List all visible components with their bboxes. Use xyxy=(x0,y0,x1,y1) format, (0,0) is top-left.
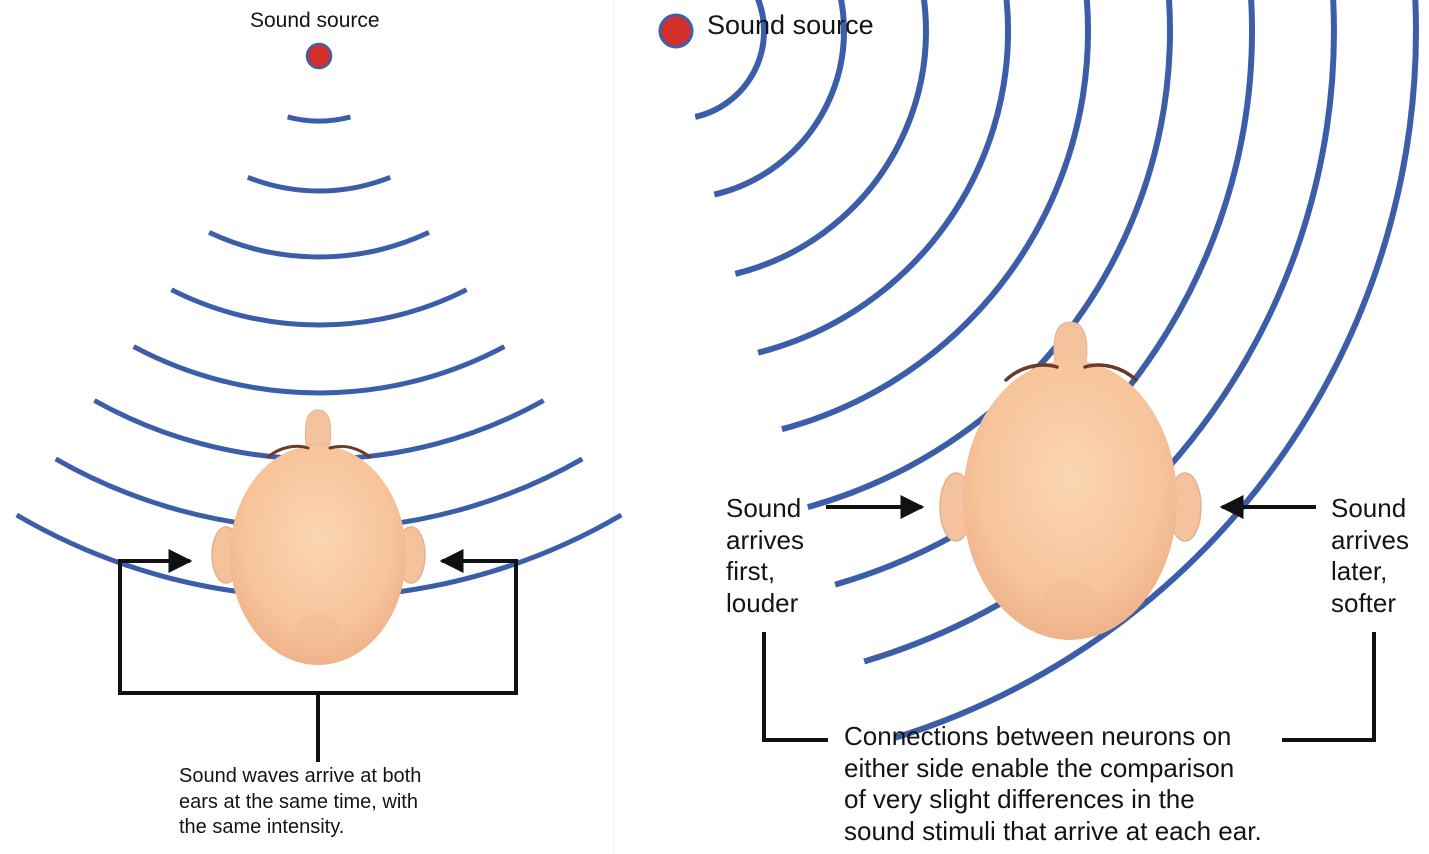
sound-wave-arc xyxy=(893,0,1419,741)
sound-wave-arc xyxy=(286,114,352,124)
left-caption: Sound waves arrive at both ears at the s… xyxy=(179,765,422,838)
sound-wave-arc xyxy=(734,0,929,277)
right-panel xyxy=(658,0,1419,742)
sound-wave-arc xyxy=(132,344,506,396)
sound-wave-arc xyxy=(246,174,392,194)
left-panel xyxy=(15,42,623,762)
right-sound-source-label: Sound source xyxy=(707,10,874,40)
sound-wave-arc xyxy=(713,0,847,198)
comparison-caption: Connections between neurons on either si… xyxy=(844,721,1262,846)
right-comparison-bracket xyxy=(762,632,1376,742)
left-ear-bracket xyxy=(118,559,518,762)
sound-wave-arc xyxy=(757,0,1012,356)
right-sound-source-dot xyxy=(658,13,694,49)
sound-wave-arc xyxy=(170,287,468,328)
sound-wave-arc xyxy=(781,0,1091,433)
left-ear-label: Sound arrives first, louder xyxy=(726,493,805,618)
sound-wave-arc xyxy=(208,230,430,260)
right-head-icon xyxy=(939,321,1202,640)
sound-wave-arc xyxy=(694,0,767,120)
left-sound-source-label: Sound source xyxy=(250,9,380,32)
panel-divider xyxy=(612,0,616,854)
left-sound-source-dot xyxy=(305,42,333,70)
sound-wave-arc xyxy=(806,0,1173,510)
right-ear-label: Sound arrives later, softer xyxy=(1331,493,1410,618)
left-head-icon xyxy=(211,409,426,665)
